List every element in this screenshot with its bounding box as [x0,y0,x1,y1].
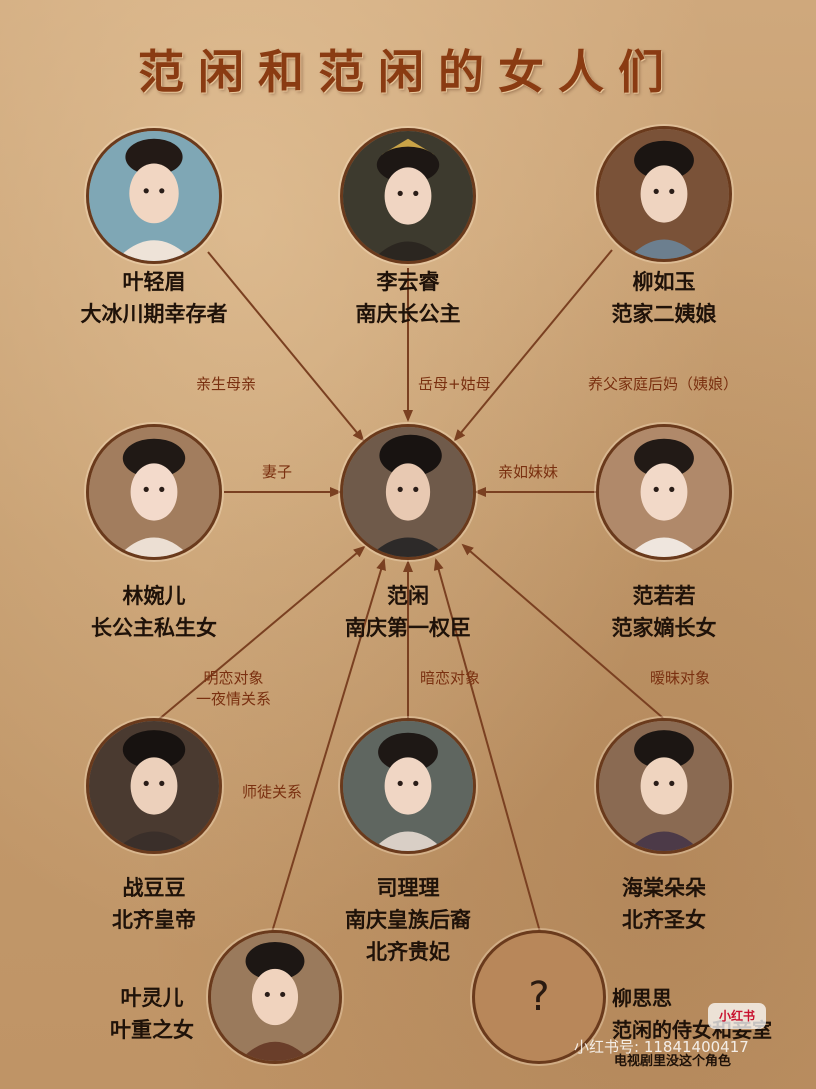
relation-ye-linger: 师徒关系 [242,783,303,801]
portrait-ye-qingmei [86,128,222,264]
portrait-lin-waner [86,424,222,560]
page-title: 范闲和范闲的女人们 [138,45,678,99]
relation-haitang: 暧昧对象 [650,669,711,687]
portrait-li-yunrui [340,128,476,264]
relation-zhan-doudou: 明恋对象 一夜情关系 [196,669,272,708]
portrait-si-lili [340,718,476,854]
arrow-ye-qingmei [207,251,365,442]
liu-sisi-note: 电视剧里没这个角色 [614,1054,732,1069]
portrait-liu-sisi-placeholder: ? [472,930,606,1064]
relation-si-lili: 暗恋对象 [420,669,481,687]
name-ye-qingmei: 叶轻眉 大冰川期幸存者 [80,270,228,326]
xiaohongshu-logo: 小红书 [708,1003,766,1029]
name-li-yunrui: 李云睿 南庆长公主 [355,270,461,326]
name-lin-waner: 林婉儿 长公主私生女 [91,584,217,640]
arrow-liu-sisi [433,558,541,933]
portrait-liu-ruyu [596,126,732,262]
name-haitang: 海棠朵朵 北齐圣女 [622,876,706,932]
name-ye-linger: 叶灵儿 叶重之女 [110,986,194,1042]
relation-fan-ruoruo: 亲如妹妹 [498,463,559,481]
relation-liu-ruyu: 养父家庭后妈（姨娘） [588,375,739,393]
name-si-lili: 司理理 南庆皇族后裔 北齐贵妃 [345,876,471,964]
portrait-ye-linger [208,930,342,1064]
relation-li-yunrui: 岳母+姑母 [418,375,491,393]
portrait-fan-xian [340,424,476,560]
portrait-haitang [596,718,732,854]
name-zhan-doudou: 战豆豆 北齐皇帝 [112,876,196,932]
name-liu-ruyu: 柳如玉 范家二姨娘 [611,270,717,326]
portrait-zhan-doudou [86,718,222,854]
name-fan-ruoruo: 范若若 范家嫡长女 [611,584,717,640]
question-mark-icon: ? [528,974,550,1020]
relation-lin-waner: 妻子 [262,463,293,481]
name-fan-xian: 范闲 南庆第一权臣 [345,584,471,640]
arrow-ye-linger [271,558,386,933]
arrow-haitang [461,543,664,719]
portrait-fan-ruoruo [596,424,732,560]
arrow-zhan-doudou [157,545,366,721]
relation-ye-qingmei: 亲生母亲 [196,375,257,393]
arrow-liu-ruyu [453,249,613,442]
watermark-id: 小红书号: 1184140041​7 [574,1038,749,1056]
